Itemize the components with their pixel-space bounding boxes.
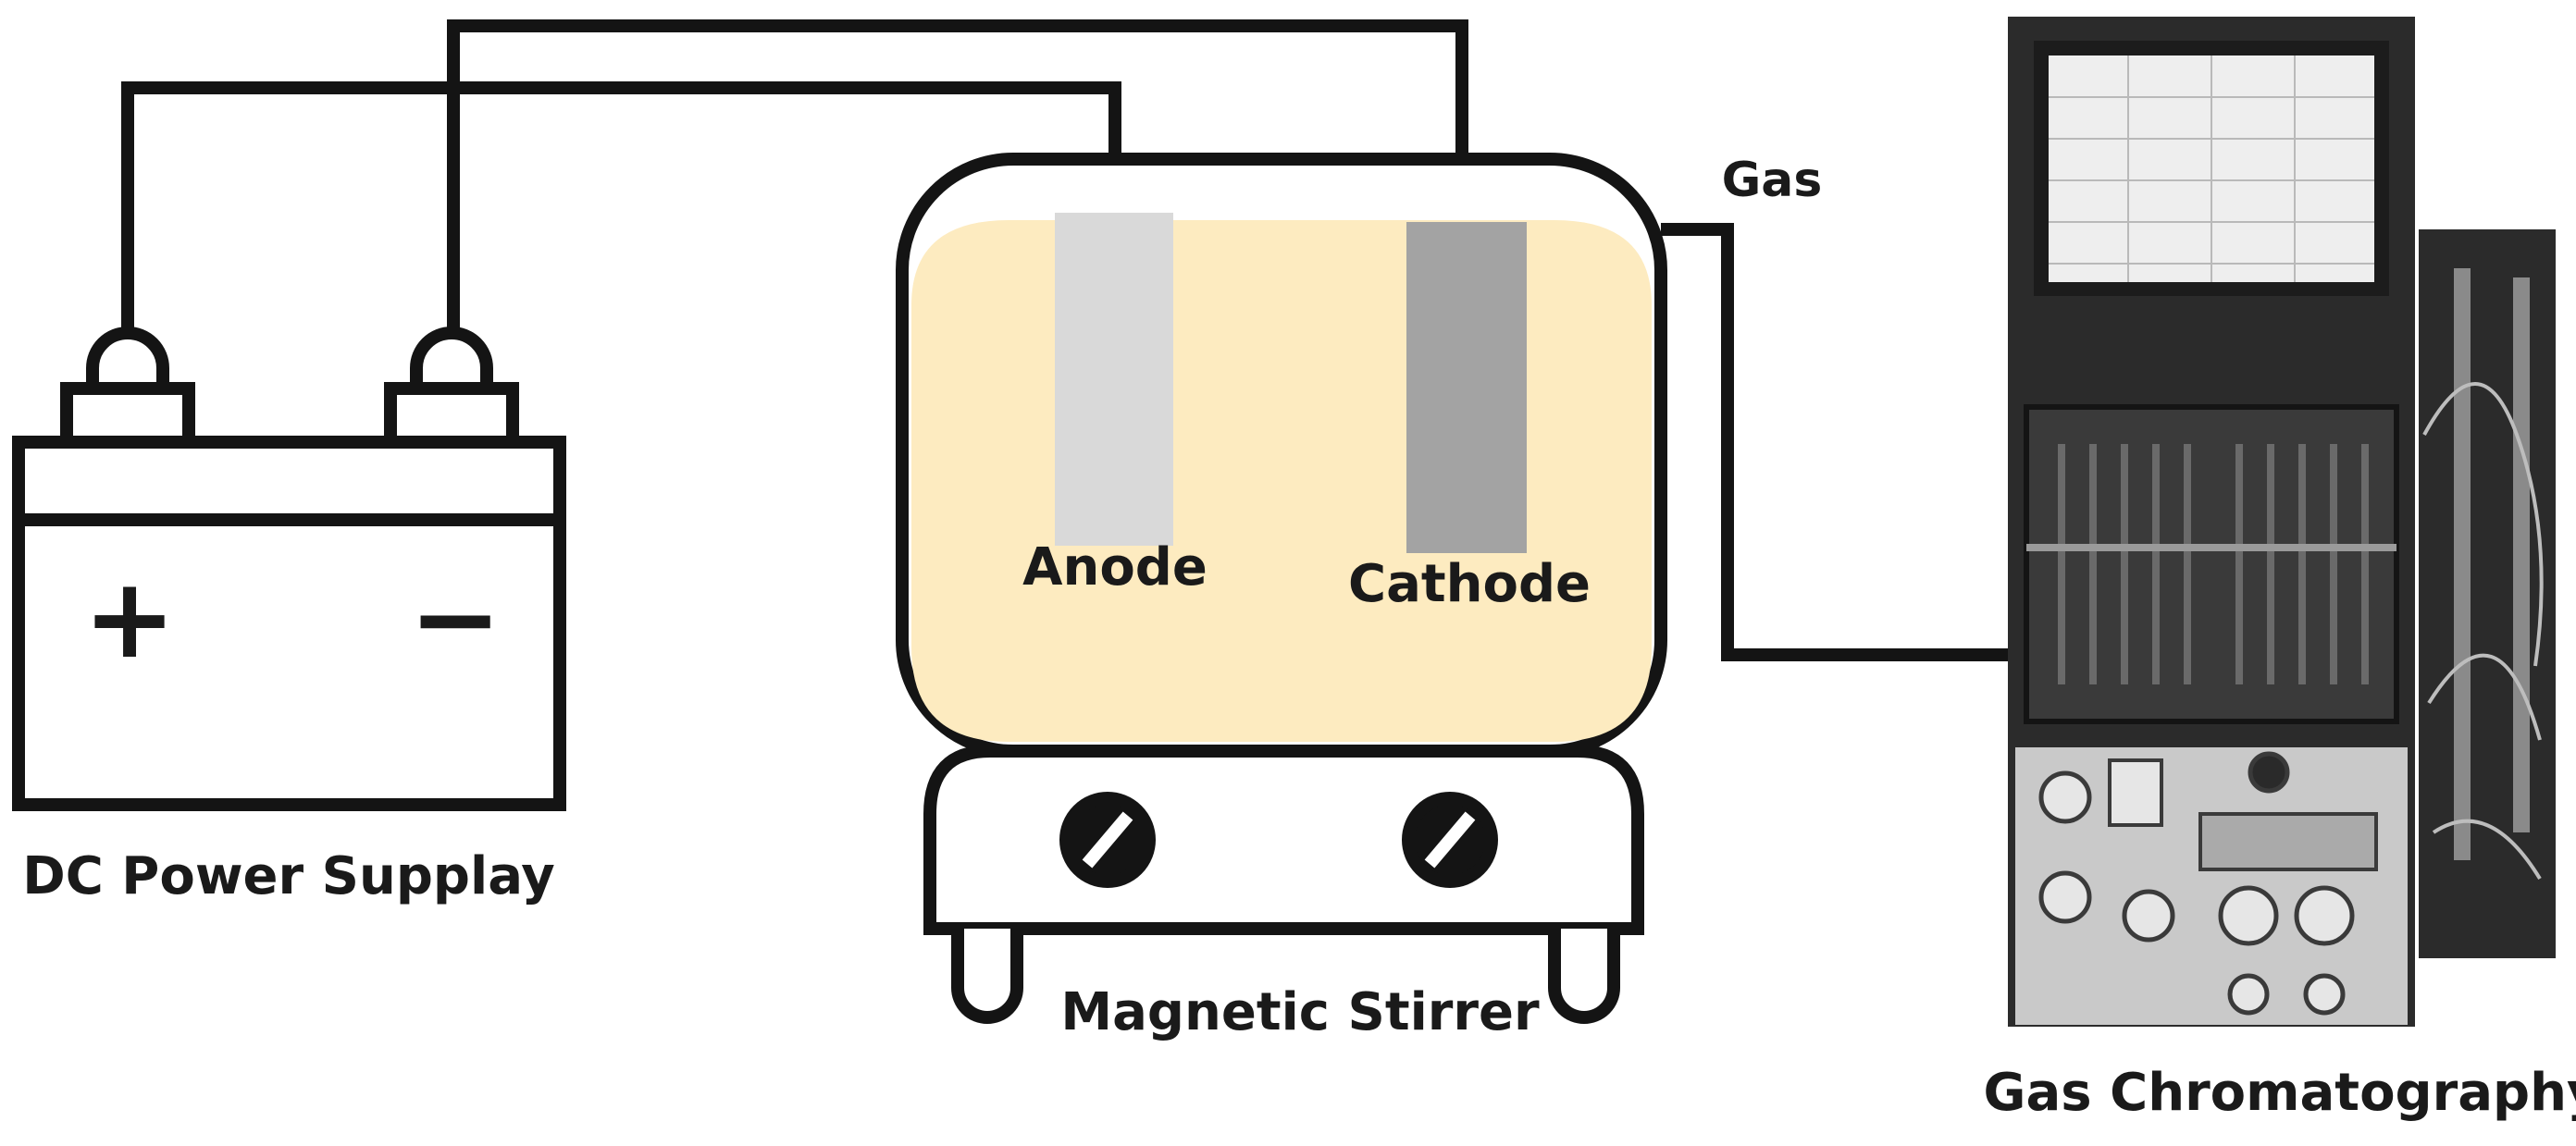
- stirrer-right-foot: [1548, 929, 1620, 1024]
- gas-chromatograph: [2008, 17, 2556, 1027]
- gas-label: Gas: [1722, 153, 1823, 208]
- gc-side-column-right: [2513, 277, 2530, 832]
- stirrer-body: [923, 745, 1644, 935]
- negative-wire: [447, 19, 1468, 328]
- electrolyte: [911, 220, 1652, 742]
- gc-valve-block: [2198, 812, 2378, 871]
- stirrer-left-foot: [951, 929, 1023, 1024]
- stirrer-label: Magnetic Stirrer: [1060, 982, 1540, 1042]
- negative-symbol: −: [409, 555, 502, 684]
- positive-terminal-cap: [86, 327, 169, 395]
- magnetic-stirrer: [923, 745, 1644, 1024]
- positive-symbol: +: [83, 555, 177, 684]
- negative-terminal-base: [384, 382, 519, 449]
- cathode-electrode: [1406, 222, 1527, 553]
- gc-oven-grille: [2058, 444, 2369, 684]
- electrolytic-cell: [896, 153, 1667, 758]
- negative-terminal-cap: [410, 327, 493, 395]
- anode-label: Anode: [1022, 537, 1208, 598]
- gc-tubing: [2422, 382, 2544, 881]
- gc-control-box: [2108, 758, 2163, 827]
- cathode-label: Cathode: [1348, 554, 1591, 614]
- gc-oven-door: [2024, 404, 2399, 724]
- stirrer-right-knob-slot: [1424, 811, 1476, 869]
- power-supply-label: DC Power Supplay: [22, 846, 555, 906]
- positive-terminal-base: [60, 382, 195, 449]
- stirrer-left-knob-slot: [1082, 811, 1133, 869]
- gc-side-column-left: [2454, 268, 2471, 860]
- dc-power-supply: [12, 327, 566, 811]
- anode-electrode: [1055, 213, 1173, 546]
- chromatograph-label: Gas Chromatography: [1984, 1063, 2576, 1123]
- gc-gauges: [2038, 751, 2355, 1016]
- gc-side-unit: [2419, 229, 2556, 958]
- gas-line: [1661, 223, 2008, 661]
- battery-body: [12, 436, 566, 811]
- gc-screen-gridlines: [2049, 55, 2374, 282]
